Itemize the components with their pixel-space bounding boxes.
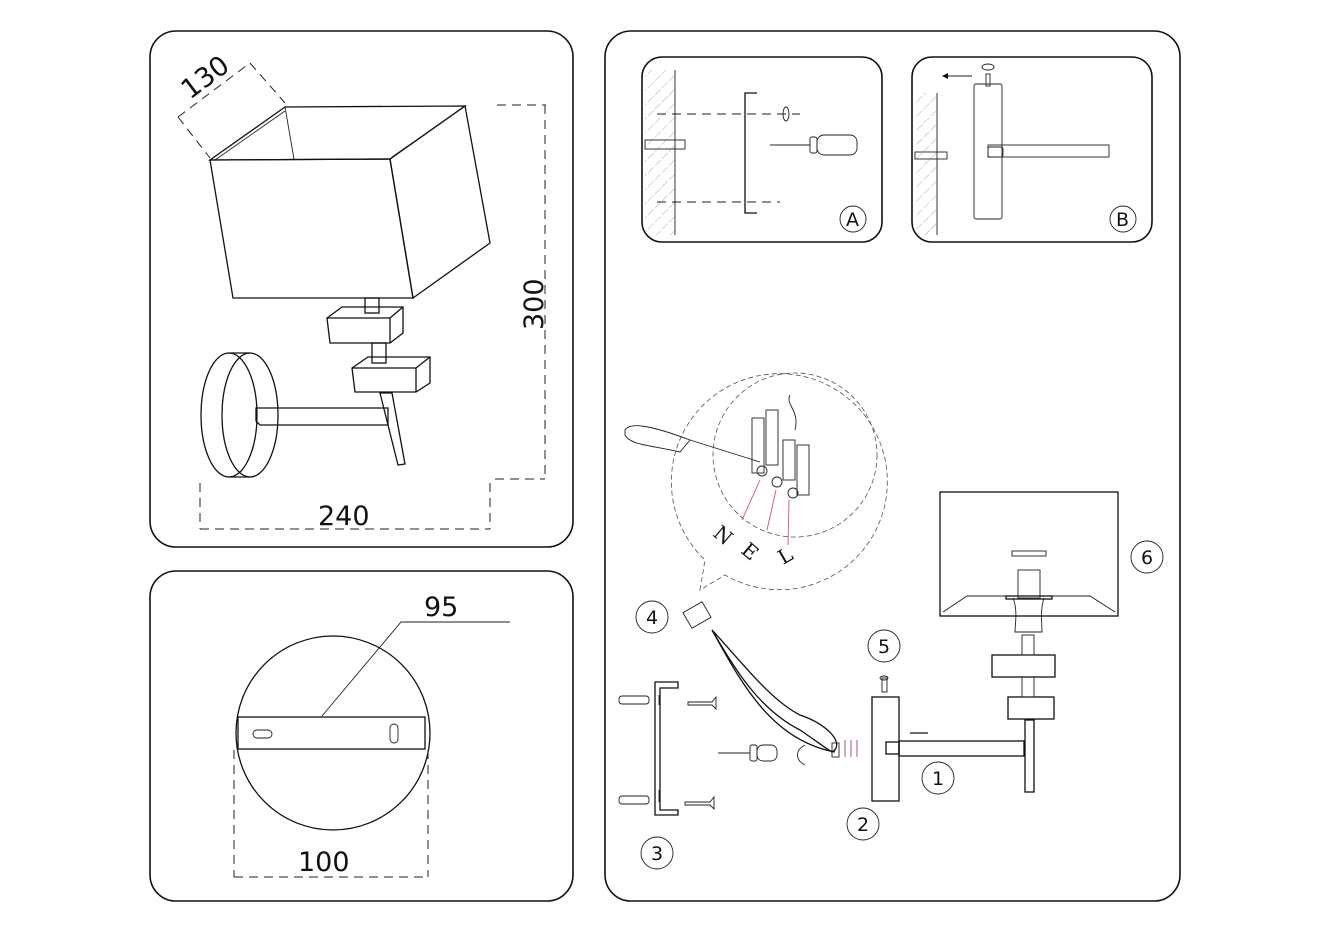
wiring-harness <box>682 601 858 758</box>
lamp-body <box>871 491 1119 802</box>
part-5-label: 5 <box>878 636 890 658</box>
diameter-label: 100 <box>298 847 350 878</box>
earth-wire <box>766 489 777 531</box>
part-3-label: 3 <box>651 843 663 865</box>
backplate-panel: 95 100 <box>149 570 574 902</box>
detail-b-label: B <box>1116 209 1129 231</box>
detail-b: B <box>911 56 1153 243</box>
lamp-joints <box>326 297 431 393</box>
width-label: 240 <box>318 501 370 532</box>
part-4-label: 4 <box>646 607 658 629</box>
mounting-bracket <box>618 681 806 816</box>
neutral-wire <box>741 479 761 521</box>
detail-a: A <box>641 56 883 243</box>
dimensions-panel: 130 300 240 <box>149 30 574 548</box>
lamp-backplate <box>200 352 406 478</box>
height-label: 300 <box>519 278 550 330</box>
slot-length-label: 95 <box>424 592 458 623</box>
lamp-shade <box>207 104 491 300</box>
detail-a-label: A <box>846 209 859 231</box>
part-2-label: 2 <box>857 814 869 836</box>
part-labels: 1 2 3 4 5 6 <box>635 540 1164 870</box>
part-1-label: 1 <box>932 768 944 790</box>
lampshade-6 <box>939 491 1119 617</box>
part-6-label: 6 <box>1141 547 1153 569</box>
live-wire <box>787 499 790 546</box>
installation-panel: A B <box>604 30 1181 902</box>
terminal-block <box>751 394 810 499</box>
dimension-lines <box>177 62 546 530</box>
